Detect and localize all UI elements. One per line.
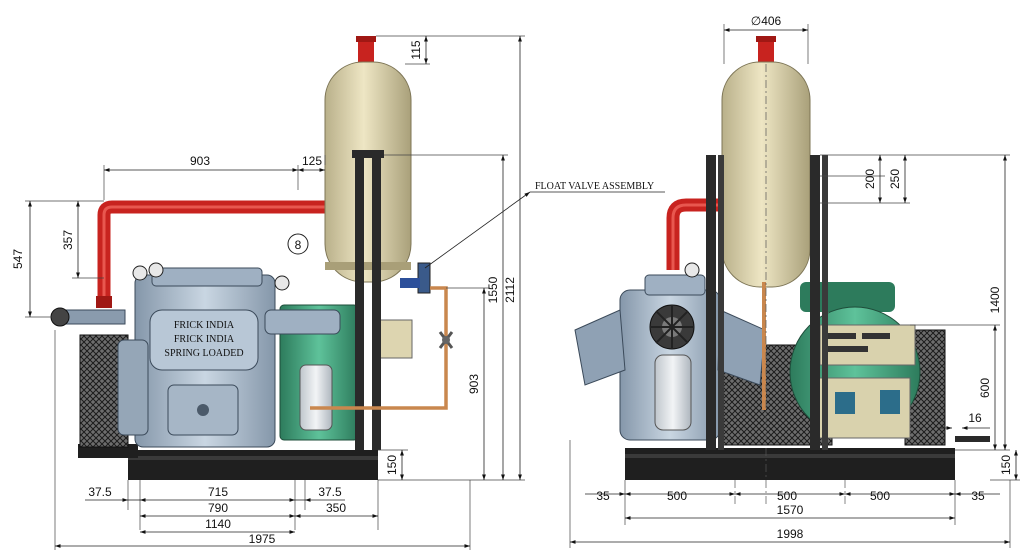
- side-view: FRICK INDIA FRICK INDIA SPRING LOADED: [50, 36, 454, 480]
- support-post: [355, 150, 364, 450]
- dim-1550: 1550: [486, 276, 500, 303]
- support-post: [810, 155, 820, 450]
- liquid-line: [310, 286, 448, 410]
- dim-37.5-right: 37.5: [318, 485, 342, 499]
- receiver-tank: [721, 61, 811, 288]
- dim-125: 125: [302, 154, 322, 168]
- base-skid: [128, 450, 378, 480]
- dim-1975: 1975: [249, 532, 276, 546]
- side-view-dimensions: 903 125 547 357 115 1550 2112 903 150: [11, 35, 525, 550]
- gauge-icon: [684, 262, 700, 278]
- dim-903-right: 903: [467, 374, 481, 394]
- dim-2112: 2112: [503, 277, 517, 303]
- gauge-icon: [148, 262, 164, 278]
- discharge-pipe: [666, 198, 725, 270]
- control-box: [377, 319, 413, 359]
- support-post: [706, 155, 716, 450]
- dim-715: 715: [208, 485, 228, 499]
- diameter-symbol: ∅: [751, 14, 761, 28]
- base-skid: [625, 448, 955, 480]
- dim-150-right: 150: [999, 455, 1013, 475]
- dim-115: 115: [409, 40, 423, 59]
- dim-790: 790: [208, 501, 228, 515]
- dim-547: 547: [11, 249, 25, 269]
- front-view-dimensions: ∅406 200 250 1400 600 16 150 35: [569, 14, 1020, 548]
- dim-406: ∅406: [751, 14, 782, 28]
- control-panel: [819, 324, 916, 366]
- gauge-icon: [274, 275, 290, 291]
- dim-600: 600: [978, 378, 992, 398]
- nameplate-line-2: FRICK INDIA: [174, 334, 235, 345]
- dim-1140: 1140: [205, 517, 231, 531]
- oil-filter: [299, 364, 333, 431]
- dim-500-a: 500: [667, 489, 687, 503]
- dim-35-right: 35: [971, 489, 985, 503]
- dim-903-top: 903: [190, 154, 210, 168]
- dim-1998: 1998: [777, 527, 804, 541]
- dim-35-left: 35: [596, 489, 610, 503]
- nameplate-line-1: FRICK INDIA: [174, 320, 235, 331]
- nameplate-line-3: SPRING LOADED: [164, 348, 243, 359]
- dim-500-b: 500: [777, 489, 797, 503]
- support-post: [718, 155, 724, 450]
- dim-150-left: 150: [385, 455, 399, 475]
- dim-1570: 1570: [777, 503, 804, 517]
- gauge-icon: [132, 265, 148, 281]
- dim-1400: 1400: [988, 286, 1002, 313]
- support-post: [372, 150, 381, 450]
- float-valve-callout: FLOAT VALVE ASSEMBLY: [535, 181, 654, 192]
- support-post: [822, 155, 828, 450]
- dim-200: 200: [863, 169, 877, 189]
- dim-350: 350: [326, 501, 346, 515]
- receiver-tank: [324, 61, 412, 283]
- dim-250: 250: [888, 169, 902, 189]
- balloon-number: 8: [295, 238, 302, 252]
- front-view: [574, 36, 990, 480]
- dim-500-c: 500: [870, 489, 890, 503]
- balloon: [287, 233, 309, 255]
- dim-37.5-left: 37.5: [88, 485, 112, 499]
- dim-357: 357: [61, 230, 75, 250]
- dim-16: 16: [968, 411, 982, 425]
